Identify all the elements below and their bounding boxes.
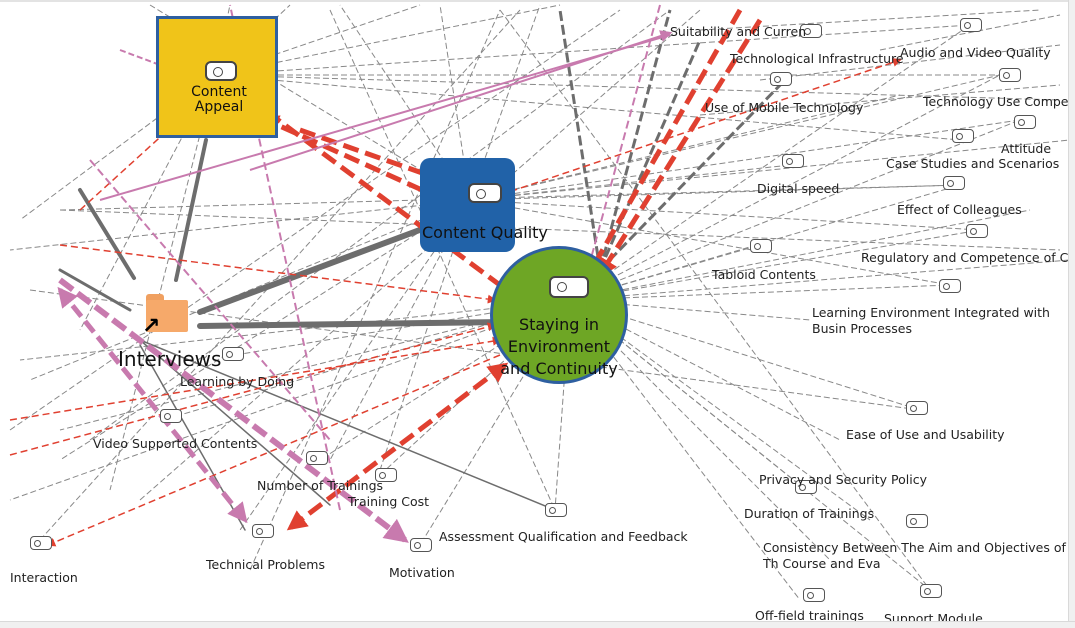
code-icon[interactable] <box>795 480 817 494</box>
code-label: Video Supported Contents <box>93 436 258 451</box>
code-label: Privacy and Security Policy <box>759 472 927 487</box>
code-icon[interactable] <box>375 468 397 482</box>
code-icon[interactable] <box>952 129 974 143</box>
pink-arrows <box>57 4 673 543</box>
code-icon[interactable] <box>920 584 942 598</box>
code-label: Case Studies and Scenarios <box>886 156 1060 171</box>
code-label: Interaction <box>10 570 78 585</box>
gray-heavy-dashed <box>558 9 787 272</box>
code-icon[interactable] <box>782 154 804 168</box>
code-icon <box>468 183 502 203</box>
code-label: Effect of Colleagues <box>897 202 1022 217</box>
code-label: Technical Problems <box>206 557 325 572</box>
code-icon[interactable] <box>252 524 274 538</box>
staying-label: Staying in Environment and Continuity <box>500 315 618 378</box>
code-icon[interactable] <box>999 68 1021 82</box>
code-icon[interactable] <box>222 347 244 361</box>
content-appeal-label: Content Appeal <box>191 84 247 115</box>
code-label: Consistency Between The Aim and Objectiv… <box>763 540 1066 571</box>
code-icon[interactable] <box>410 538 432 552</box>
code-label: Learning by Doing <box>180 374 295 389</box>
vertical-scrollbar[interactable] <box>1068 0 1075 628</box>
code-label: Ease of Use and Usability <box>846 427 1005 442</box>
code-label: Regulatory and Competence of Cor <box>861 250 1075 265</box>
code-label: Use of Mobile Technology <box>705 100 864 115</box>
code-label: Assessment Qualification and Feedback <box>439 529 688 544</box>
code-label: Learning Environment Integrated with Bus… <box>812 305 1050 336</box>
code-icon[interactable] <box>800 24 822 38</box>
code-icon <box>549 276 589 298</box>
code-label: Digital speed <box>757 181 840 196</box>
code-label: Motivation <box>389 565 455 580</box>
content-quality-label: Content Quality <box>422 223 548 242</box>
code-icon[interactable] <box>906 514 928 528</box>
code-icon[interactable] <box>966 224 988 238</box>
code-icon[interactable] <box>750 239 772 253</box>
code-icon[interactable] <box>939 279 961 293</box>
code-label: Attitude <box>1001 141 1052 156</box>
code-label: Audio and Video Quality <box>900 45 1051 60</box>
code-label: Number of Trainings <box>257 478 384 493</box>
code-icon[interactable] <box>943 176 965 190</box>
red-thick-arrows <box>254 8 763 531</box>
content-appeal-node[interactable]: Content Appeal <box>156 16 278 138</box>
code-label: Technological Infrastructure <box>730 51 904 66</box>
folder-shortcut-icon[interactable]: ↗ <box>142 294 188 338</box>
interviews-label[interactable]: Interviews <box>118 347 222 371</box>
code-icon[interactable] <box>906 401 928 415</box>
code-icon[interactable] <box>160 409 182 423</box>
code-icon[interactable] <box>1014 115 1036 129</box>
code-icon[interactable] <box>306 451 328 465</box>
code-icon[interactable] <box>803 588 825 602</box>
top-border <box>0 0 1075 2</box>
code-icon[interactable] <box>30 536 52 550</box>
staying-node[interactable]: Staying in Environment and Continuity <box>490 246 628 384</box>
code-label: Off-field trainings <box>755 608 864 623</box>
content-quality-node[interactable] <box>420 158 515 252</box>
code-icon[interactable] <box>960 18 982 32</box>
code-icon <box>205 61 237 81</box>
horizontal-scrollbar[interactable] <box>0 621 1075 628</box>
code-label: Suitability and Curren <box>670 24 807 39</box>
code-label: Technology Use Compet <box>923 94 1074 109</box>
code-icon[interactable] <box>770 72 792 86</box>
code-icon[interactable] <box>545 503 567 517</box>
code-label: Tabloid Contents <box>712 267 816 282</box>
code-label: Training Cost <box>348 494 430 509</box>
code-label: Duration of Trainings <box>744 506 875 521</box>
